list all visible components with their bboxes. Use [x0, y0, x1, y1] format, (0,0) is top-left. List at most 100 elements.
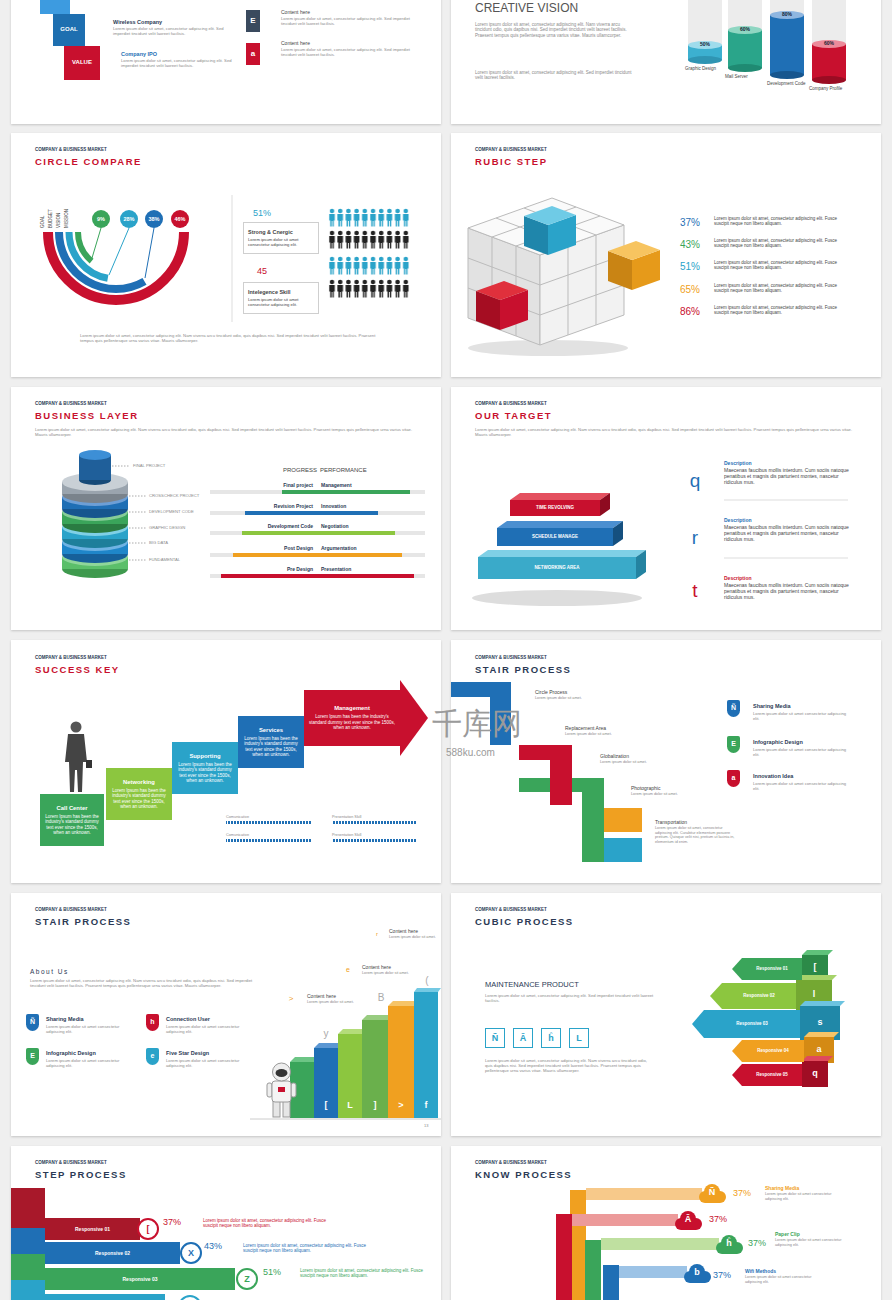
astronaut-leg: [273, 1100, 280, 1117]
slide-title: STAIR PROCESS: [35, 916, 131, 927]
bar: [388, 1006, 414, 1118]
text-label: Management: [321, 482, 352, 488]
slide-header: COMPANY & BUSINESS MARKET: [475, 1160, 547, 1165]
divider: [724, 500, 848, 501]
box-label: TIME REVOLVING: [536, 505, 574, 510]
bar: [338, 1034, 362, 1118]
box-label: Responsive 02: [95, 1250, 130, 1256]
step-band: Responsive 03: [45, 1268, 235, 1290]
cube-top: [804, 1032, 839, 1037]
text-label: 43%: [680, 239, 700, 251]
text-label: a: [816, 1044, 821, 1055]
slide-card: [11, 0, 441, 124]
text-label: 13: [424, 1124, 428, 1129]
box-label: Ñ: [30, 1018, 35, 1026]
banner-tip: [732, 958, 742, 980]
text-label: Paper Clip: [775, 1231, 800, 1237]
stair-block: [604, 838, 642, 862]
box-label: Responsive 05: [756, 1072, 788, 1077]
layer-side: [636, 550, 646, 579]
text-label: Comunicative: [226, 815, 249, 820]
leader-line: [129, 543, 146, 544]
body-text: Lorem ipsum dolor sit amet, consectetur …: [714, 260, 849, 271]
box-body: Lorem ipsum dolor sit amet consectetur a…: [248, 297, 314, 307]
box-label: 46%: [174, 216, 185, 223]
layer-stack: [62, 450, 128, 578]
icon-tile: Ñ: [485, 1028, 505, 1048]
box-label: Responsive 01: [75, 1226, 110, 1232]
skill-bar: [332, 839, 417, 842]
layer-top: [510, 493, 610, 500]
cloud-icon: [675, 1211, 702, 1230]
step-circle: X: [180, 1242, 202, 1264]
layer-side: [600, 493, 610, 516]
cylinder-base: [728, 64, 762, 72]
slide-card: [451, 1146, 881, 1300]
text-label: Content here: [362, 964, 391, 970]
box-label: a: [732, 774, 736, 782]
skill-box: Strong & CnergicLorem ipsum dolor sit am…: [243, 222, 319, 254]
step-circle: [: [137, 1218, 159, 1240]
body-text: Lorem ipsum dolor sit amet, consectetur …: [714, 238, 849, 249]
text-label: Sharing Media: [46, 1016, 84, 1023]
box-label: Responsive 01: [756, 966, 788, 971]
text-label: e: [346, 966, 350, 974]
businessman: [65, 734, 87, 792]
stack-leaders: [112, 466, 146, 560]
text-label: Description: [724, 575, 752, 581]
text-label: 51%: [263, 1267, 281, 1278]
grid-line: [596, 235, 597, 325]
icon-tile: L: [569, 1028, 589, 1048]
stair-block: [582, 792, 604, 862]
box-label: Ñ: [731, 704, 736, 712]
icon-shield: Ñ: [26, 1014, 39, 1031]
text-label: 60%: [740, 26, 750, 32]
text-label: t: [692, 580, 697, 603]
slide-title: BUSINESS LAYER: [35, 410, 139, 421]
bar-value: [221, 574, 414, 578]
red-cube: [476, 281, 528, 300]
body-text: Lorem ipsum dolor sit amet consectetur a…: [166, 1024, 251, 1034]
slide-header: COMPANY & BUSINESS MARKET: [475, 147, 547, 152]
text-label: CREATIVE VISION: [475, 1, 578, 15]
top-cylinder: [79, 450, 111, 460]
slide-title: CUBIC PROCESS: [475, 916, 574, 927]
cylinder-level: [688, 41, 722, 49]
watermark: 千库网: [432, 706, 522, 742]
people-row: [328, 256, 410, 276]
process-bar: [556, 1214, 572, 1300]
cylinder-body: [728, 0, 762, 68]
astronaut-patch: [278, 1087, 285, 1092]
text-label: 37%: [163, 1217, 181, 1228]
cube-top: [802, 950, 833, 955]
box-label: Responsive 03: [122, 1276, 157, 1282]
slide-header: COMPANY & BUSINESS MARKET: [475, 401, 547, 406]
body-text: Lorem ipsum dolor sit amet, consectetur …: [30, 978, 262, 988]
skill-bar: [226, 839, 311, 842]
box-label: a: [251, 49, 255, 59]
astronaut-body: [272, 1081, 291, 1102]
pyramid-layer: TIME REVOLVING: [510, 500, 600, 516]
bar-top: [414, 988, 441, 992]
cylinder-fill: [728, 30, 762, 68]
responsive-banner: Responsive 01: [742, 958, 802, 980]
divider: [232, 195, 233, 322]
bar-value: [245, 511, 378, 515]
slide-title: RUBIC STEP: [475, 156, 548, 167]
compare-arc: [78, 232, 92, 261]
icon-shield: E: [26, 1048, 39, 1065]
body-text: Lorem ipsum dolor sit amet, consectetur …: [475, 70, 635, 81]
text-label: Comunicative: [226, 833, 249, 838]
text-label: B: [378, 992, 385, 1004]
text-label: PERFORMANCE: [320, 467, 367, 474]
body-text: Maecenas faucibus mollis interdum. Cum s…: [724, 467, 849, 485]
businessman: [71, 722, 82, 733]
box-label: 9%: [97, 216, 105, 223]
astronaut-helmet: [273, 1063, 291, 1081]
grid-line: [568, 245, 569, 335]
box-heading: Intelegence Skill: [248, 289, 291, 296]
responsive-banner: Responsive 02: [722, 983, 796, 1009]
leader-line: [129, 560, 146, 561]
slide-title: SUCCESS KEY: [35, 664, 120, 675]
